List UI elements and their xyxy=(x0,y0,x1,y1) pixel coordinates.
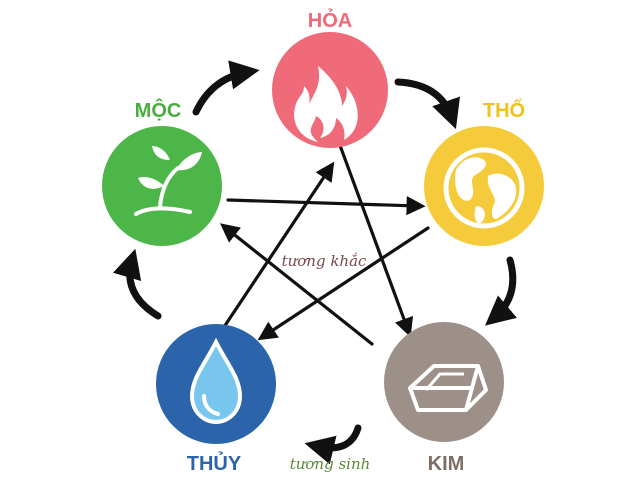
arrow-fire-to-metal xyxy=(336,138,414,338)
overcoming-cycle-arrows xyxy=(219,138,430,346)
arrow-water-to-wood xyxy=(112,248,162,320)
arrow-earth-to-water xyxy=(257,226,430,341)
earth-circle xyxy=(424,126,544,246)
arrow-wood-to-fire xyxy=(192,60,260,116)
wood-label: MỘC xyxy=(135,98,182,122)
earth-label: THỔ xyxy=(483,98,525,122)
metal-label: KIM xyxy=(428,453,465,475)
metal-circle xyxy=(384,322,504,442)
earth-node: THỔ xyxy=(424,98,544,246)
arrow-metal-to-water xyxy=(304,424,362,465)
fire-label: HỎA xyxy=(308,8,352,32)
arrow-metal-to-wood xyxy=(219,223,374,346)
arrow-fire-to-earth xyxy=(394,78,460,130)
generating-cycle-label: tương sinh xyxy=(290,455,371,473)
water-node: THỦY xyxy=(156,324,276,475)
arrow-wood-to-earth xyxy=(226,196,426,216)
water-label: THỦY xyxy=(187,451,242,475)
metal-node: KIM xyxy=(384,322,504,475)
fire-node: HỎA xyxy=(272,8,388,148)
sprout-icon xyxy=(134,146,202,216)
arrow-earth-to-metal xyxy=(485,256,517,326)
generating-cycle-arrows xyxy=(112,60,517,465)
water-drop-icon xyxy=(189,337,243,425)
arrow-water-to-fire xyxy=(220,161,335,332)
metal-bar-icon xyxy=(408,364,488,412)
wood-node: MỘC xyxy=(102,98,222,246)
flame-icon xyxy=(294,66,358,142)
globe-icon xyxy=(443,147,525,229)
overcoming-cycle-label: tương khắc xyxy=(282,252,367,270)
